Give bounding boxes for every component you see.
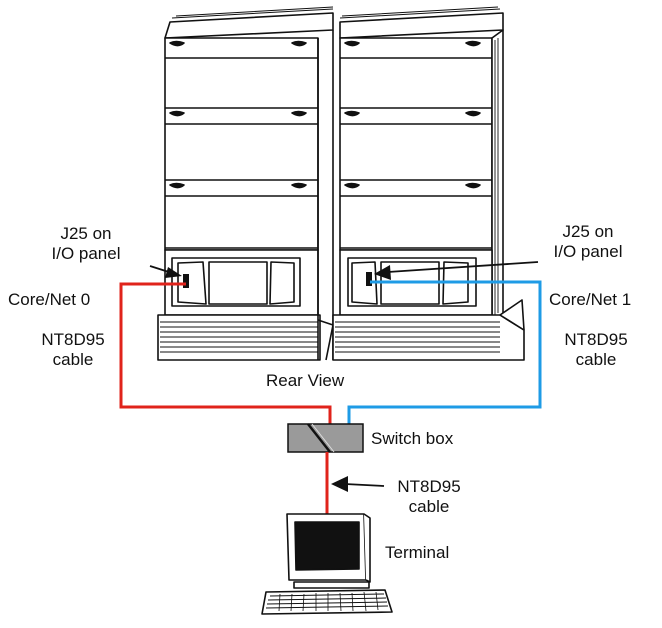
terminal-label: Terminal bbox=[385, 543, 450, 562]
right-port-label: J25 on I/O panel bbox=[538, 222, 638, 262]
left-cable-label-line2: cable bbox=[52, 350, 94, 369]
switch-box-label: Switch box bbox=[371, 429, 454, 448]
left-port-label: J25 on I/O panel bbox=[40, 224, 132, 264]
cabinet-core-net-1 bbox=[332, 6, 525, 361]
core-net-0-label: Core/Net 0 bbox=[8, 290, 91, 309]
left-cable-label-line1: NT8D95 bbox=[41, 330, 105, 349]
cabinet-core-net-0 bbox=[157, 6, 334, 361]
right-port-label-line1: J25 on bbox=[562, 222, 614, 241]
terminal-icon bbox=[261, 513, 393, 615]
right-cable-label-line2: cable bbox=[575, 350, 617, 369]
left-cable-label: NT8D95 cable bbox=[30, 330, 116, 370]
terminal-cable-label-line2: cable bbox=[408, 497, 450, 516]
handle-icon bbox=[344, 40, 481, 189]
handle-icon bbox=[169, 40, 307, 189]
j25-connector-left bbox=[183, 274, 189, 288]
cabinet-divider bbox=[317, 30, 334, 361]
core-net-1-label: Core/Net 1 bbox=[549, 290, 632, 309]
pointer-arrow-right-port bbox=[374, 261, 539, 280]
right-cable-label: NT8D95 cable bbox=[553, 330, 639, 370]
pointer-arrow-left-port bbox=[149, 265, 182, 278]
cable-core-net-1 bbox=[347, 280, 542, 424]
terminal-cable-label-line1: NT8D95 bbox=[397, 477, 461, 496]
switch-box bbox=[287, 423, 364, 453]
right-port-label-line2: I/O panel bbox=[553, 242, 623, 261]
right-cable-label-line1: NT8D95 bbox=[564, 330, 628, 349]
rear-view-label: Rear View bbox=[266, 371, 345, 390]
left-port-label-line1: J25 on bbox=[60, 224, 112, 243]
terminal-cable-label: NT8D95 cable bbox=[386, 477, 472, 517]
pointer-arrow-terminal-cable bbox=[331, 476, 385, 492]
j25-connector-right bbox=[366, 272, 372, 286]
cable-core-net-0 bbox=[119, 282, 332, 424]
left-port-label-line2: I/O panel bbox=[51, 244, 121, 263]
